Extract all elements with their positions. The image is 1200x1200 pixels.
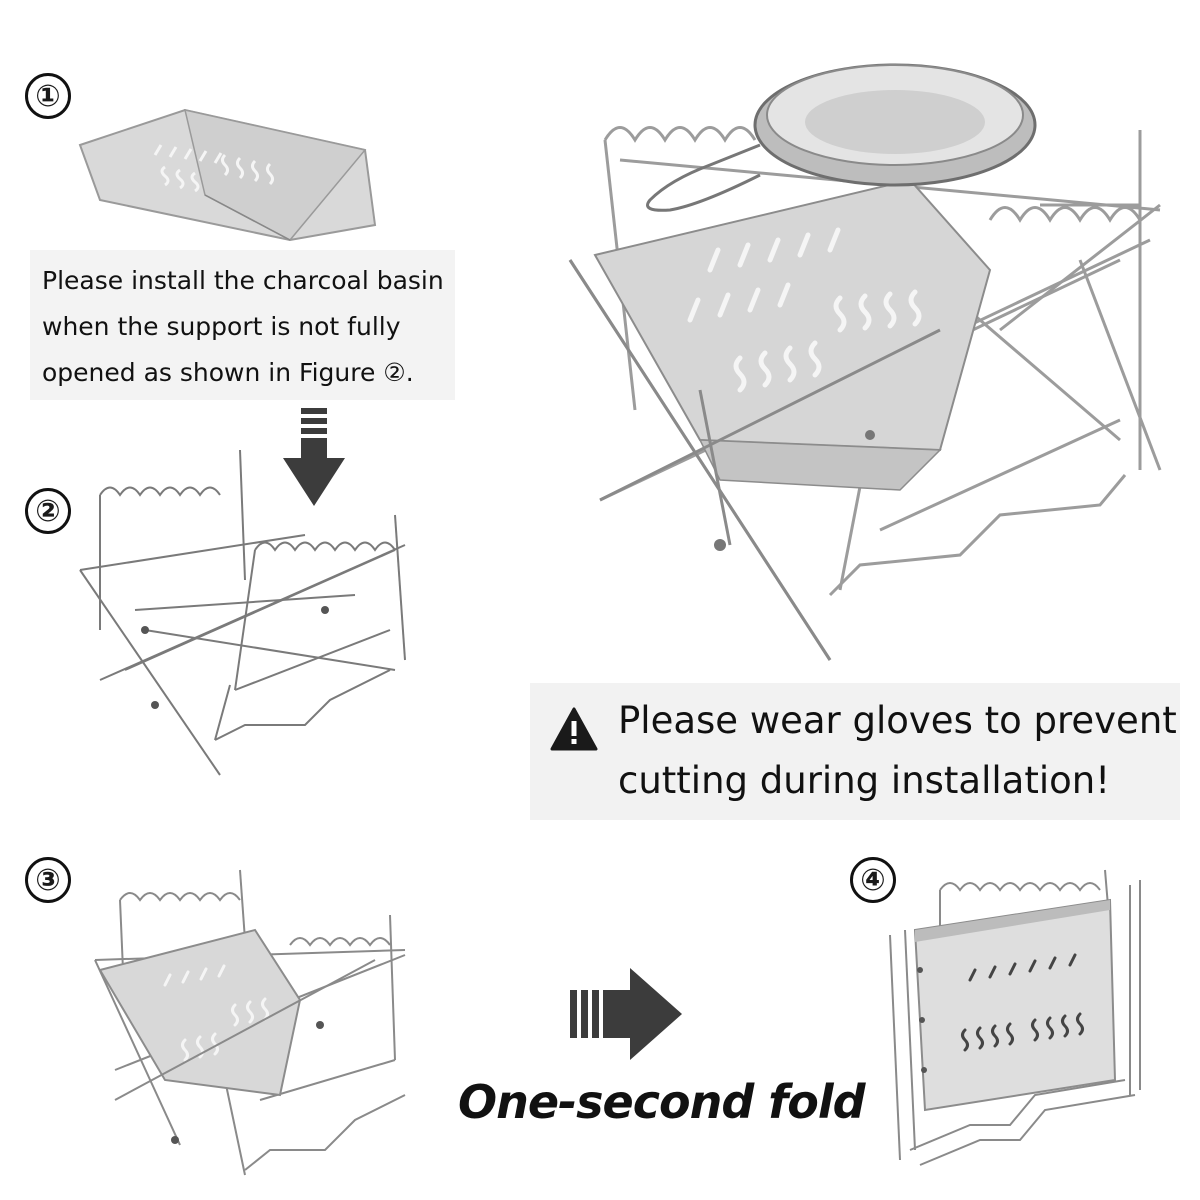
- step-number-4: ④: [850, 857, 896, 903]
- step-number-1: ①: [25, 73, 71, 119]
- step-number-2-label: ②: [35, 493, 61, 529]
- folded-grill-illustration: [889, 869, 1141, 1166]
- warning-triangle-icon: [550, 707, 598, 751]
- step-number-3: ③: [25, 857, 71, 903]
- stand-with-basin-illustration: [94, 869, 406, 1176]
- assembled-grill-with-pan-illustration: [568, 63, 1162, 661]
- step-number-1-label: ①: [35, 78, 61, 114]
- arrow-down-icon: [283, 408, 345, 506]
- safety-warning-line-2: cutting during installation!: [618, 759, 1111, 802]
- step-number-4-label: ④: [860, 862, 886, 898]
- install-note-line-2: when the support is not fully: [42, 312, 401, 341]
- open-stand-frame-illustration: [79, 449, 406, 776]
- step-number-2: ②: [25, 488, 71, 534]
- safety-warning-line-1: Please wear gloves to prevent: [618, 699, 1177, 742]
- charcoal-basin-illustration: [78, 108, 377, 242]
- step-number-3-label: ③: [35, 862, 61, 898]
- install-note-line-3: opened as shown in Figure ②.: [42, 358, 414, 387]
- arrow-right-icon: [570, 968, 682, 1060]
- safety-warning-box: Please wear gloves to prevent cutting du…: [530, 683, 1180, 820]
- one-second-fold-label: One-second fold: [458, 1075, 866, 1129]
- install-note-line-1: Please install the charcoal basin: [42, 266, 444, 295]
- install-note-box: Please install the charcoal basin when t…: [30, 250, 455, 400]
